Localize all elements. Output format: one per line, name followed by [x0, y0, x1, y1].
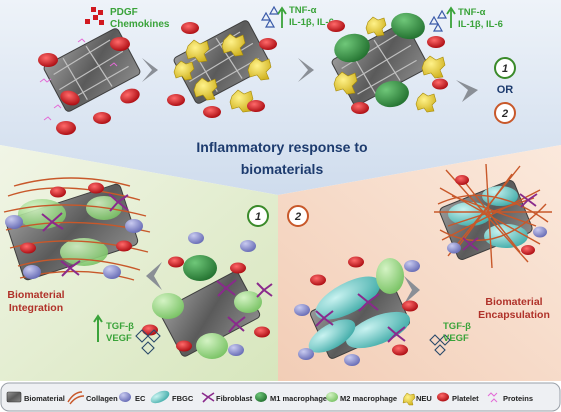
right-panel-number-circle — [287, 205, 309, 227]
legend-ec: EC — [135, 394, 146, 403]
legend-m1: M1 macrophage — [270, 394, 327, 403]
right-panel-number: 2 — [294, 211, 301, 223]
stage2-arrow — [298, 58, 314, 82]
integration-tgf-label: TGF-β — [106, 321, 134, 332]
stage1-arrow — [142, 58, 158, 82]
integration-vegf-icon — [135, 329, 161, 355]
legend-fibroblast: Fibroblast — [216, 394, 253, 403]
stage3-tnf-label: TNF-α — [458, 7, 486, 18]
center-title-line1: Inflammatory response to — [196, 139, 367, 155]
m2-macrophage-icon — [326, 392, 338, 402]
stage3-up-arrow-icon — [446, 6, 456, 28]
encapsulation-collagen — [434, 163, 552, 269]
stage1-platelets — [38, 37, 140, 135]
encapsulation-vegf-label: VEGF — [443, 333, 469, 344]
legend-proteins: Proteins — [503, 394, 533, 403]
branch-or-label: OR — [497, 84, 514, 96]
stage3-platelets — [327, 20, 448, 114]
encapsulation-fbgc-stage — [294, 256, 420, 366]
stage3-neutrophils — [333, 16, 446, 113]
stage2-tnf-label: TNF-α — [289, 5, 317, 16]
legend-box — [0, 382, 561, 412]
branch-option2-circle — [494, 102, 516, 124]
ec-icon — [119, 392, 131, 402]
stage2-up-arrow-icon — [277, 6, 287, 28]
encapsulation-tgf-label: TGF-β — [443, 321, 471, 332]
encapsulation-label-line1: Biomaterial — [485, 296, 542, 308]
left-panel-number: 1 — [255, 211, 261, 223]
stage2-neutrophils — [173, 33, 272, 113]
fibroblast-icon — [201, 392, 215, 403]
biomaterial-icon — [6, 391, 22, 403]
integration-up-arrow-icon — [93, 314, 103, 342]
branch-option1-label: 1 — [502, 63, 508, 75]
encapsulation-vegf-icon — [429, 334, 451, 356]
pdgf-chemokines-icon — [85, 7, 104, 25]
integration-m2-stage — [142, 232, 273, 359]
stage3-arrow — [456, 80, 478, 102]
platelet-icon — [437, 392, 449, 402]
branch-option2-label: 2 — [501, 108, 508, 120]
pdgf-label: PDGF — [110, 7, 138, 18]
stage1-proteins — [39, 38, 118, 121]
stage2-il-label: IL-1β, IL-6 — [289, 17, 334, 28]
encapsulation-arrow — [404, 276, 420, 304]
fbgc-icon — [150, 390, 170, 404]
integration-ec — [5, 215, 143, 279]
stage3-il-label: IL-1β, IL-6 — [458, 19, 503, 30]
chemokines-label: Chemokines — [110, 19, 170, 30]
integration-vegf-label: VEGF — [106, 333, 132, 344]
legend-platelet: Platelet — [452, 394, 479, 403]
legend-neu: NEU — [416, 394, 432, 403]
legend-biomaterial: Biomaterial — [24, 394, 65, 403]
integration-platelets — [20, 182, 132, 254]
integration-fibroblasts — [41, 193, 129, 277]
top-region — [0, 0, 561, 195]
integration-label-line1: Biomaterial — [7, 289, 64, 301]
neu-icon — [402, 392, 416, 406]
integration-label-line2: Integration — [9, 302, 63, 314]
left-panel-number-circle — [247, 205, 269, 227]
legend-m2: M2 macrophage — [340, 394, 397, 403]
center-title-line2: biomaterials — [241, 161, 324, 177]
proteins-icon — [487, 392, 498, 403]
stage3-m1-macrophages — [334, 12, 425, 108]
branch-option1-circle — [494, 57, 516, 79]
legend-collagen: Collagen — [86, 394, 118, 403]
m1-macrophage-icon — [255, 392, 267, 402]
stage3-cytokine-triangles-icon — [428, 9, 448, 32]
encapsulation-tissue — [434, 163, 552, 269]
integration-arrow — [146, 262, 162, 290]
encapsulation-label-line2: Encapsulation — [478, 309, 550, 321]
legend-fbgc: FBGC — [172, 394, 194, 403]
stage2-cytokine-triangles-icon — [260, 5, 280, 28]
integration-tissue — [3, 177, 151, 281]
stage2-platelets — [167, 22, 277, 118]
collagen-icon — [67, 391, 85, 405]
